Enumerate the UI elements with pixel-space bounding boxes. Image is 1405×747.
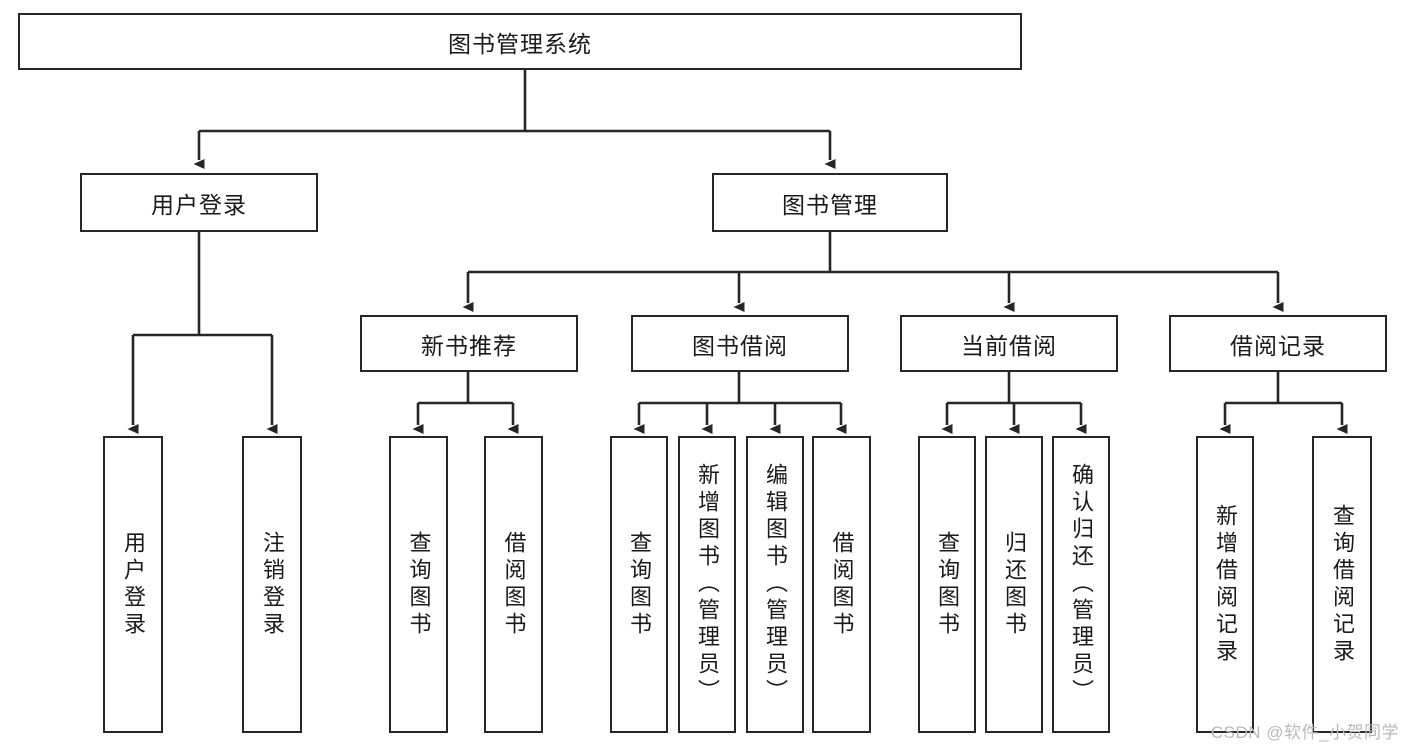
- leaf-label: 编辑图书（管理员）: [763, 463, 788, 706]
- node-current-borrow[interactable]: 当前借阅: [900, 315, 1118, 372]
- leaf-borrow-book[interactable]: 借阅图书: [812, 436, 871, 733]
- node-new-book-recommend[interactable]: 新书推荐: [360, 315, 578, 372]
- leaf-edit-book-admin[interactable]: 编辑图书（管理员）: [746, 436, 804, 733]
- node-book-management-label: 图书管理: [782, 191, 878, 218]
- node-user-login[interactable]: 用户登录: [80, 173, 318, 232]
- leaf-label: 注销登录: [260, 530, 285, 639]
- leaf-query-book-borrow[interactable]: 查询图书: [610, 436, 668, 733]
- leaf-label: 确认归还（管理员）: [1069, 463, 1094, 706]
- node-root-label: 图书管理系统: [448, 30, 592, 57]
- leaf-label: 查询图书: [935, 530, 960, 639]
- leaf-label: 查询图书: [627, 530, 652, 639]
- node-current-borrow-label: 当前借阅: [961, 332, 1057, 359]
- leaf-confirm-return-admin[interactable]: 确认归还（管理员）: [1052, 436, 1110, 733]
- leaf-label: 新增借阅记录: [1213, 503, 1238, 666]
- leaf-label: 查询借阅记录: [1330, 503, 1355, 666]
- leaf-label: 查询图书: [406, 530, 432, 639]
- node-book-borrow[interactable]: 图书借阅: [631, 315, 849, 372]
- leaf-user-login[interactable]: 用户登录: [103, 436, 163, 733]
- leaf-label: 借阅图书: [829, 530, 855, 639]
- node-root[interactable]: 图书管理系统: [18, 13, 1022, 70]
- leaf-query-book-recommend[interactable]: 查询图书: [389, 436, 448, 733]
- leaf-query-book-current[interactable]: 查询图书: [918, 436, 976, 733]
- watermark: CSDN @软件_小贺同学: [1210, 723, 1399, 742]
- node-new-book-recommend-label: 新书推荐: [421, 332, 517, 359]
- leaf-label: 用户登录: [121, 530, 146, 639]
- leaf-label: 归还图书: [1002, 530, 1027, 639]
- node-borrow-record-label: 借阅记录: [1230, 332, 1326, 359]
- leaf-add-book-admin[interactable]: 新增图书（管理员）: [678, 436, 736, 733]
- leaf-logout[interactable]: 注销登录: [242, 436, 302, 733]
- node-borrow-record[interactable]: 借阅记录: [1169, 315, 1387, 372]
- node-book-borrow-label: 图书借阅: [692, 332, 788, 359]
- leaf-label: 新增图书（管理员）: [695, 463, 720, 706]
- leaf-label: 借阅图书: [501, 530, 527, 639]
- leaf-return-book[interactable]: 归还图书: [985, 436, 1043, 733]
- node-book-management[interactable]: 图书管理: [712, 173, 948, 232]
- leaf-borrow-book-recommend[interactable]: 借阅图书: [484, 436, 543, 733]
- leaf-query-borrow-record[interactable]: 查询借阅记录: [1312, 436, 1372, 733]
- leaf-add-borrow-record[interactable]: 新增借阅记录: [1196, 436, 1254, 733]
- node-user-login-label: 用户登录: [151, 191, 247, 218]
